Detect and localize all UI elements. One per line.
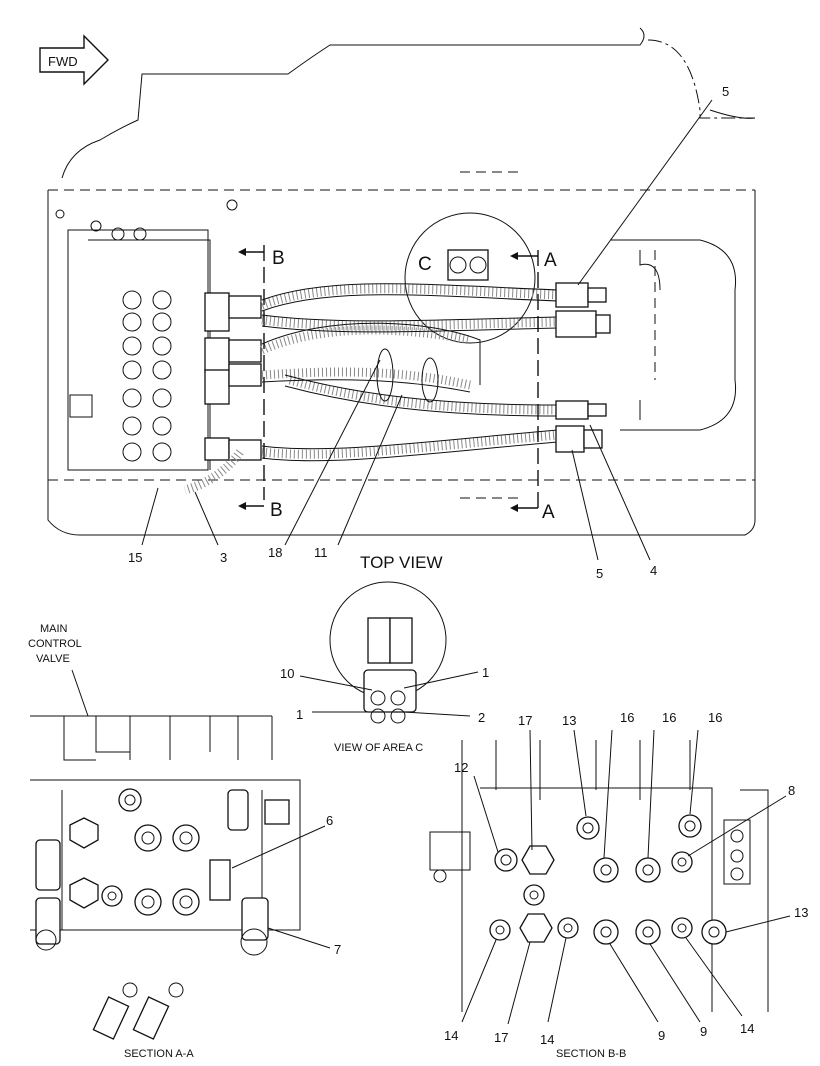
callout-bb-14-a: 14 bbox=[444, 1028, 458, 1043]
section-line-b: B B bbox=[238, 245, 285, 521]
callout-bb-16-b: 16 bbox=[662, 710, 676, 725]
section-a-bottom-label: A bbox=[542, 502, 555, 523]
callout-5-lower: 5 bbox=[596, 566, 603, 581]
view-of-area-c: 10 1 1 2 VIEW OF AREA C bbox=[280, 581, 489, 754]
callout-bb-9-b: 9 bbox=[700, 1024, 707, 1039]
callout-bb-16-c: 16 bbox=[708, 710, 722, 725]
area-c-label: C bbox=[418, 254, 432, 275]
callout-bb-13-top: 13 bbox=[562, 713, 576, 728]
callout-aa-6: 6 bbox=[326, 813, 333, 828]
section-b-top-label: B bbox=[272, 248, 285, 269]
swing-motor-outline bbox=[404, 212, 536, 344]
view-c-title: VIEW OF AREA C bbox=[334, 742, 423, 754]
mcv-label-line-3: VALVE bbox=[36, 653, 70, 665]
callout-bb-17-bottom: 17 bbox=[494, 1030, 508, 1045]
callout-11: 11 bbox=[314, 545, 328, 560]
section-line-a: A A bbox=[510, 250, 557, 523]
callout-bb-13-right: 13 bbox=[794, 905, 808, 920]
callout-c-1-right: 1 bbox=[482, 665, 489, 680]
section-aa-title: SECTION A-A bbox=[124, 1048, 194, 1060]
section-aa-detail bbox=[92, 982, 184, 1040]
fwd-label: FWD bbox=[48, 54, 78, 69]
valve-stack-fittings bbox=[204, 292, 262, 461]
valve-bank-ports bbox=[55, 199, 238, 462]
callout-3: 3 bbox=[220, 550, 227, 565]
section-bb-title: SECTION B-B bbox=[556, 1048, 626, 1060]
section-bb: 12 17 13 16 16 16 8 13 14 17 14 9 9 14 S… bbox=[429, 710, 808, 1060]
callout-c-10: 10 bbox=[280, 666, 294, 681]
mcv-label-line-2: CONTROL bbox=[28, 638, 82, 650]
callout-bb-14-c: 14 bbox=[740, 1021, 754, 1036]
section-bb-fittings bbox=[433, 814, 727, 945]
callout-bb-12: 12 bbox=[454, 760, 468, 775]
mcv-label-line-1: MAIN bbox=[40, 623, 68, 635]
right-hose-fittings bbox=[555, 282, 611, 453]
callout-15: 15 bbox=[128, 550, 142, 565]
callout-18: 18 bbox=[268, 545, 282, 560]
section-aa: MAIN CONTROL VALVE 6 7 bbox=[28, 623, 341, 1060]
top-view-title: TOP VIEW bbox=[360, 553, 443, 572]
fwd-arrow: FWD bbox=[39, 34, 109, 86]
hoses bbox=[183, 283, 559, 495]
section-b-bottom-label: B bbox=[270, 500, 283, 521]
top-view: B B A A C 5 15 3 18 11 5 4 TOP VIEW bbox=[47, 27, 756, 581]
callout-4: 4 bbox=[650, 563, 657, 578]
section-aa-fittings bbox=[35, 788, 290, 956]
callout-bb-14-b: 14 bbox=[540, 1032, 554, 1047]
callout-5-upper: 5 bbox=[722, 84, 729, 99]
callout-bb-8: 8 bbox=[788, 783, 795, 798]
callout-c-2: 2 bbox=[478, 710, 485, 725]
section-a-top-label: A bbox=[544, 250, 557, 271]
callout-bb-17-top: 17 bbox=[518, 713, 532, 728]
callout-bb-16-a: 16 bbox=[620, 710, 634, 725]
callout-c-1-left: 1 bbox=[296, 707, 303, 722]
callout-bb-9-a: 9 bbox=[658, 1028, 665, 1043]
callout-aa-7: 7 bbox=[334, 942, 341, 957]
